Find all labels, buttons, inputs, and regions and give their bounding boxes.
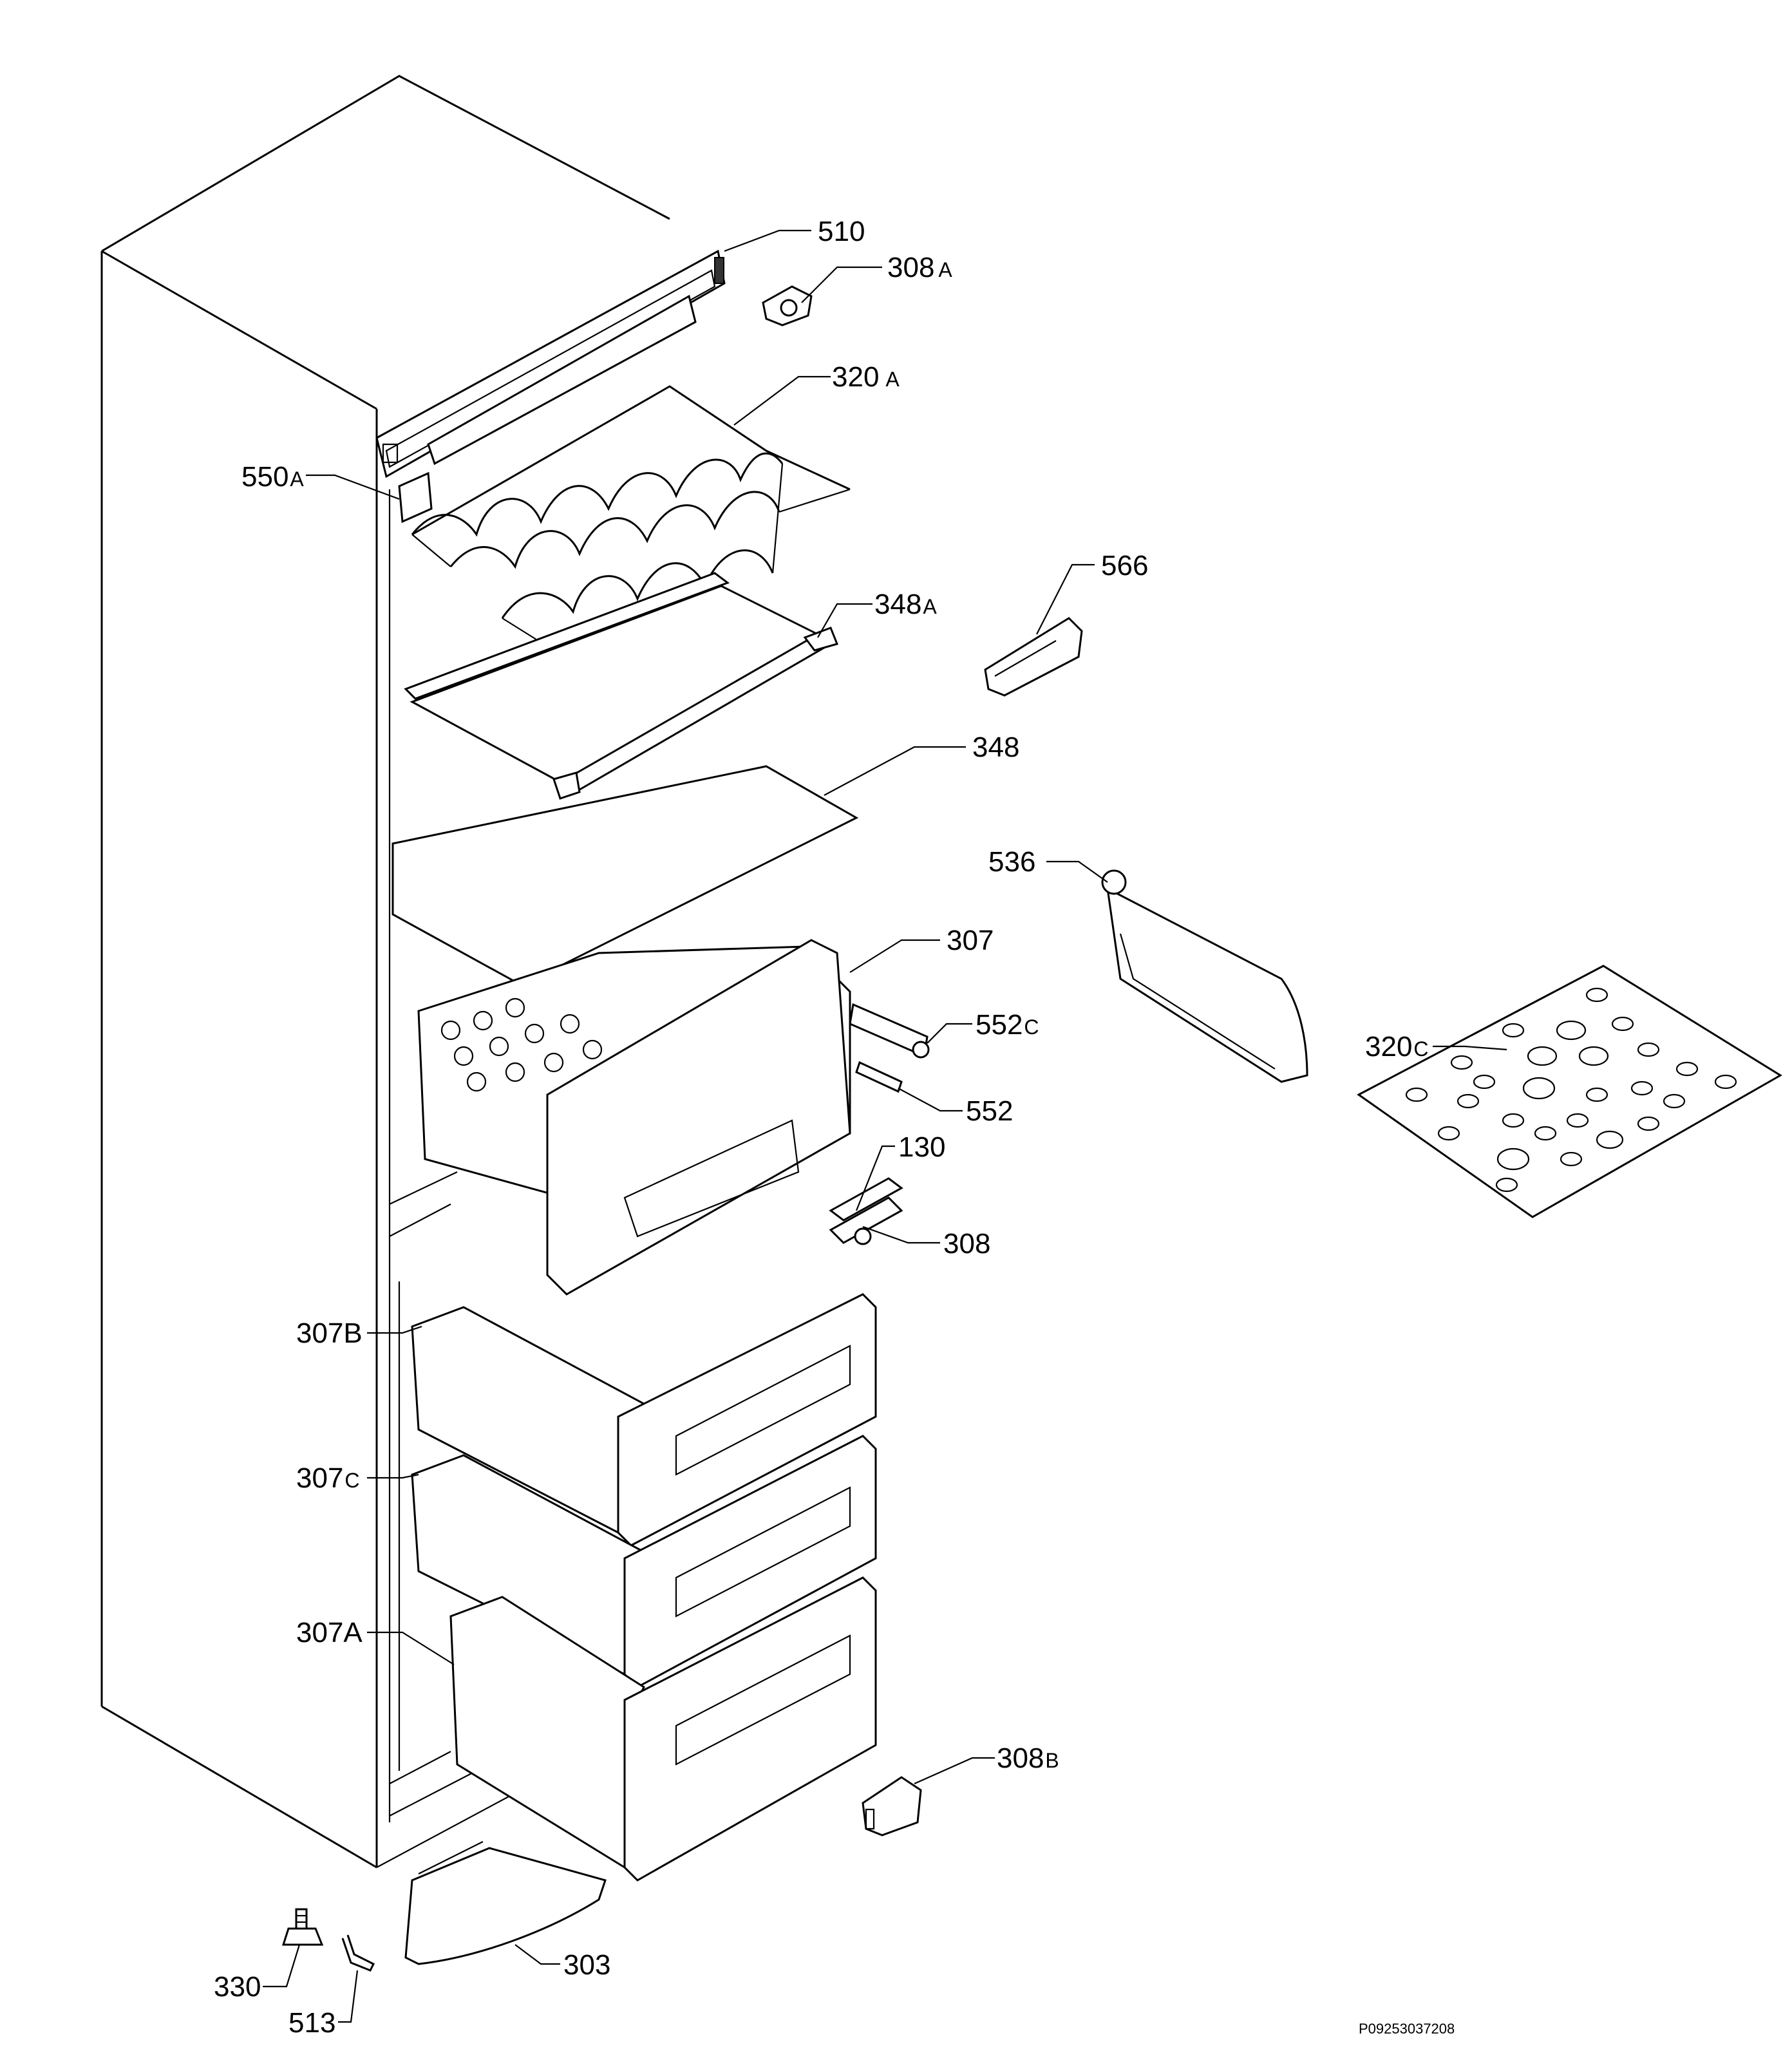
- part-550a-plate: [398, 471, 433, 524]
- part-552-rail: [855, 1061, 903, 1093]
- part-348a-shelf-with-trim: [404, 572, 839, 800]
- diagram-code: P09253037208: [1359, 2021, 1455, 2037]
- label-308b: 308B: [997, 1742, 1059, 1774]
- part-348-glass-shelf: [391, 765, 859, 987]
- label-307a: 307A: [296, 1617, 363, 1648]
- part-320c-perforated-plate: [1357, 965, 1782, 1218]
- label-510: 510: [818, 216, 865, 247]
- label-552: 552: [966, 1095, 1013, 1127]
- label-348a: 348A: [874, 589, 937, 620]
- label-330: 330: [214, 1971, 261, 2003]
- part-130-hinge-plate: [829, 1177, 903, 1222]
- label-348: 348: [972, 732, 1019, 763]
- label-550a: 550A: [241, 461, 304, 493]
- part-303-plinth: [404, 1841, 607, 1965]
- label-303: 303: [563, 1949, 610, 1981]
- part-513-bracket: [341, 1934, 375, 1972]
- label-307: 307: [947, 925, 994, 956]
- part-308b-hinge: [862, 1776, 922, 1836]
- label-308: 308: [943, 1228, 990, 1260]
- part-308a-hinge: [762, 285, 813, 326]
- label-307b: 307B: [296, 1317, 363, 1349]
- label-566: 566: [1101, 550, 1148, 581]
- part-307-freezer-drawer: [417, 939, 851, 1296]
- label-320c: 320C: [1365, 1031, 1429, 1062]
- label-536: 536: [988, 846, 1035, 878]
- part-307b-drawer: [411, 1293, 877, 1547]
- part-510-top-trim: [375, 249, 726, 478]
- label-513: 513: [288, 2007, 335, 2039]
- label-552c: 552C: [976, 1009, 1039, 1041]
- label-307c: 307C: [296, 1462, 360, 1494]
- leader-lines: [263, 229, 1507, 2023]
- part-307a-drawer: [449, 1576, 877, 1882]
- part-308-hinge: [829, 1196, 903, 1245]
- part-320a-bottle-rack: [411, 385, 851, 651]
- label-130: 130: [898, 1131, 945, 1163]
- part-536-door-shelf: [1101, 869, 1308, 1083]
- part-330-adjustable-foot: [281, 1908, 324, 1946]
- part-566-clip: [984, 617, 1083, 697]
- part-552c-rail: [849, 1003, 930, 1059]
- cabinet-body: [100, 75, 670, 1869]
